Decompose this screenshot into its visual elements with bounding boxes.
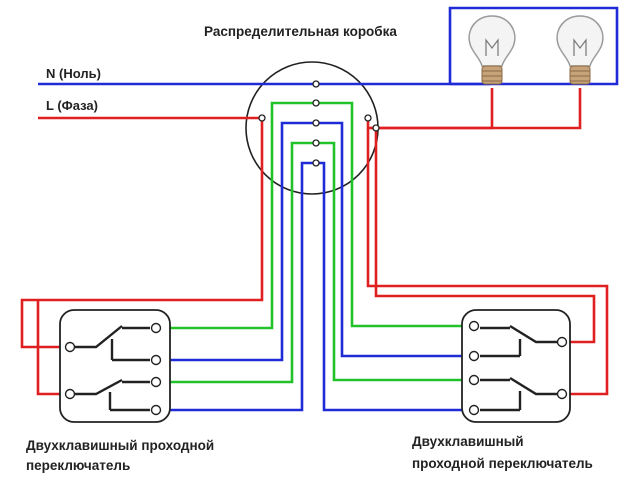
right-switch-return-wire-1 [366,128,609,396]
lamp1-return-wire [366,88,494,130]
left-switch [59,309,171,423]
light-bulb-icon [556,15,604,85]
left-switch-label-line1: Двухклавишный проходной [26,438,214,453]
light-bulb-icon [468,15,516,85]
traveler-green-2 [158,141,468,384]
junction-box [245,61,379,195]
junction-terminals [258,80,380,167]
lamp2-return-wire [370,88,582,130]
phase-label: L (Фаза) [46,98,98,113]
phase-left-switch-wire [20,118,264,349]
left-switch-label-line2: переключатель [26,458,130,473]
right-switch-label-line2: проходной переключатель [412,456,593,471]
junction-box-label: Распределительная коробка [204,24,397,39]
neutral-label: N (Ноль) [46,66,101,81]
right-switch-label-line1: Двухклавишный [412,434,524,449]
traveler-green-1 [158,101,468,330]
right-switch-return-wire-2 [374,128,596,344]
phase-left-switch-wire-2 [36,300,60,396]
traveler-blue-1 [158,121,468,362]
lamp-frame-wire [448,6,619,86]
right-switch [461,309,571,423]
